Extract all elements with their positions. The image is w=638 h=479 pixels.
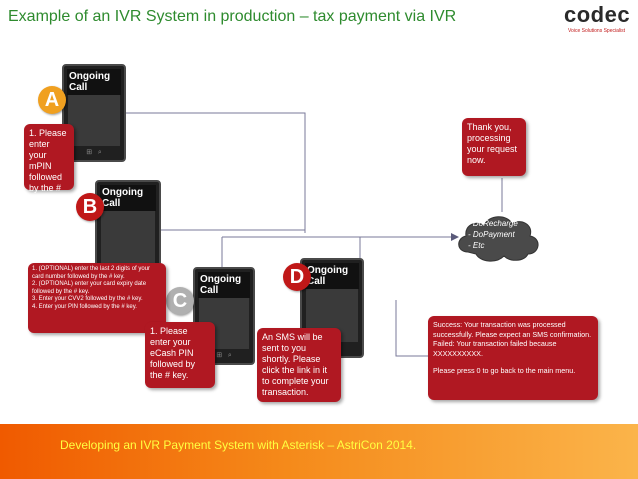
result-main-menu: Please press 0 to go back to the main me…: [433, 366, 576, 375]
line-result: [395, 300, 430, 357]
bubble-result: Success: Your transaction was processed …: [428, 316, 598, 400]
badge-d: D: [283, 263, 311, 291]
cloud-item-recharge: - DoRecharge: [468, 219, 518, 228]
cloud-item-payment: - DoPayment: [468, 230, 515, 239]
phone-a-nav-icons: ⊞ ⌕: [86, 149, 102, 156]
logo-tagline: Voice Solutions Specialist: [568, 28, 625, 34]
phone-c-nav-icons: ⊞ ⌕: [216, 352, 232, 359]
phone-a-call-label: Ongoing Call: [67, 69, 121, 95]
result-failed: Failed: Your transaction failed because …: [433, 339, 557, 358]
cloud-shape: [458, 216, 539, 262]
result-success: Success: Your transaction was processed …: [433, 320, 592, 339]
badge-a: A: [38, 86, 66, 114]
bubble-d-sms: An SMS will be sent to you shortly. Plea…: [257, 328, 341, 402]
bubble-c-ecash-pin: 1. Please enter your eCash PIN followed …: [145, 322, 215, 388]
result-blank: [433, 358, 593, 366]
bubble-b-card-steps: 1. (OPTIONAL) enter the last 2 digits of…: [28, 263, 166, 333]
bubble-b-step-3: 3. Enter your CVV2 followed by the # key…: [32, 296, 143, 303]
footer-text: Developing an IVR Payment System with As…: [60, 438, 417, 452]
bubble-a-mpin: 1. Please enter your mPIN followed by th…: [24, 124, 74, 204]
codec-logo: codec Voice Solutions Specialist: [560, 2, 634, 36]
bubble-b-step-2: 2. (OPTIONAL) enter your card expiry dat…: [32, 281, 147, 295]
bubble-processing: Thank you, processing your request now.: [462, 118, 526, 176]
phone-b-call-label: Ongoing Call: [100, 185, 156, 211]
page-title: Example of an IVR System in production –…: [8, 8, 457, 25]
cloud-methods: - DoRecharge - DoPayment - Etc: [468, 218, 518, 251]
phone-d-call-label: Ongoing Call: [305, 263, 359, 289]
bubble-b-step-4: 4. Enter your PIN followed by the # key.: [32, 303, 137, 310]
badge-b: B: [76, 193, 104, 221]
cloud-item-etc: - Etc: [468, 241, 485, 250]
phone-c-call-label: Ongoing Call: [198, 272, 250, 298]
logo-text: codec: [564, 2, 631, 27]
phone-c: Ongoing Call ⊞ ⌕: [193, 267, 255, 365]
footer-bar: [0, 424, 638, 479]
badge-c: C: [166, 287, 194, 315]
line-a: [126, 112, 306, 233]
bubble-b-step-1: 1. (OPTIONAL) enter the last 2 digits of…: [32, 266, 151, 280]
